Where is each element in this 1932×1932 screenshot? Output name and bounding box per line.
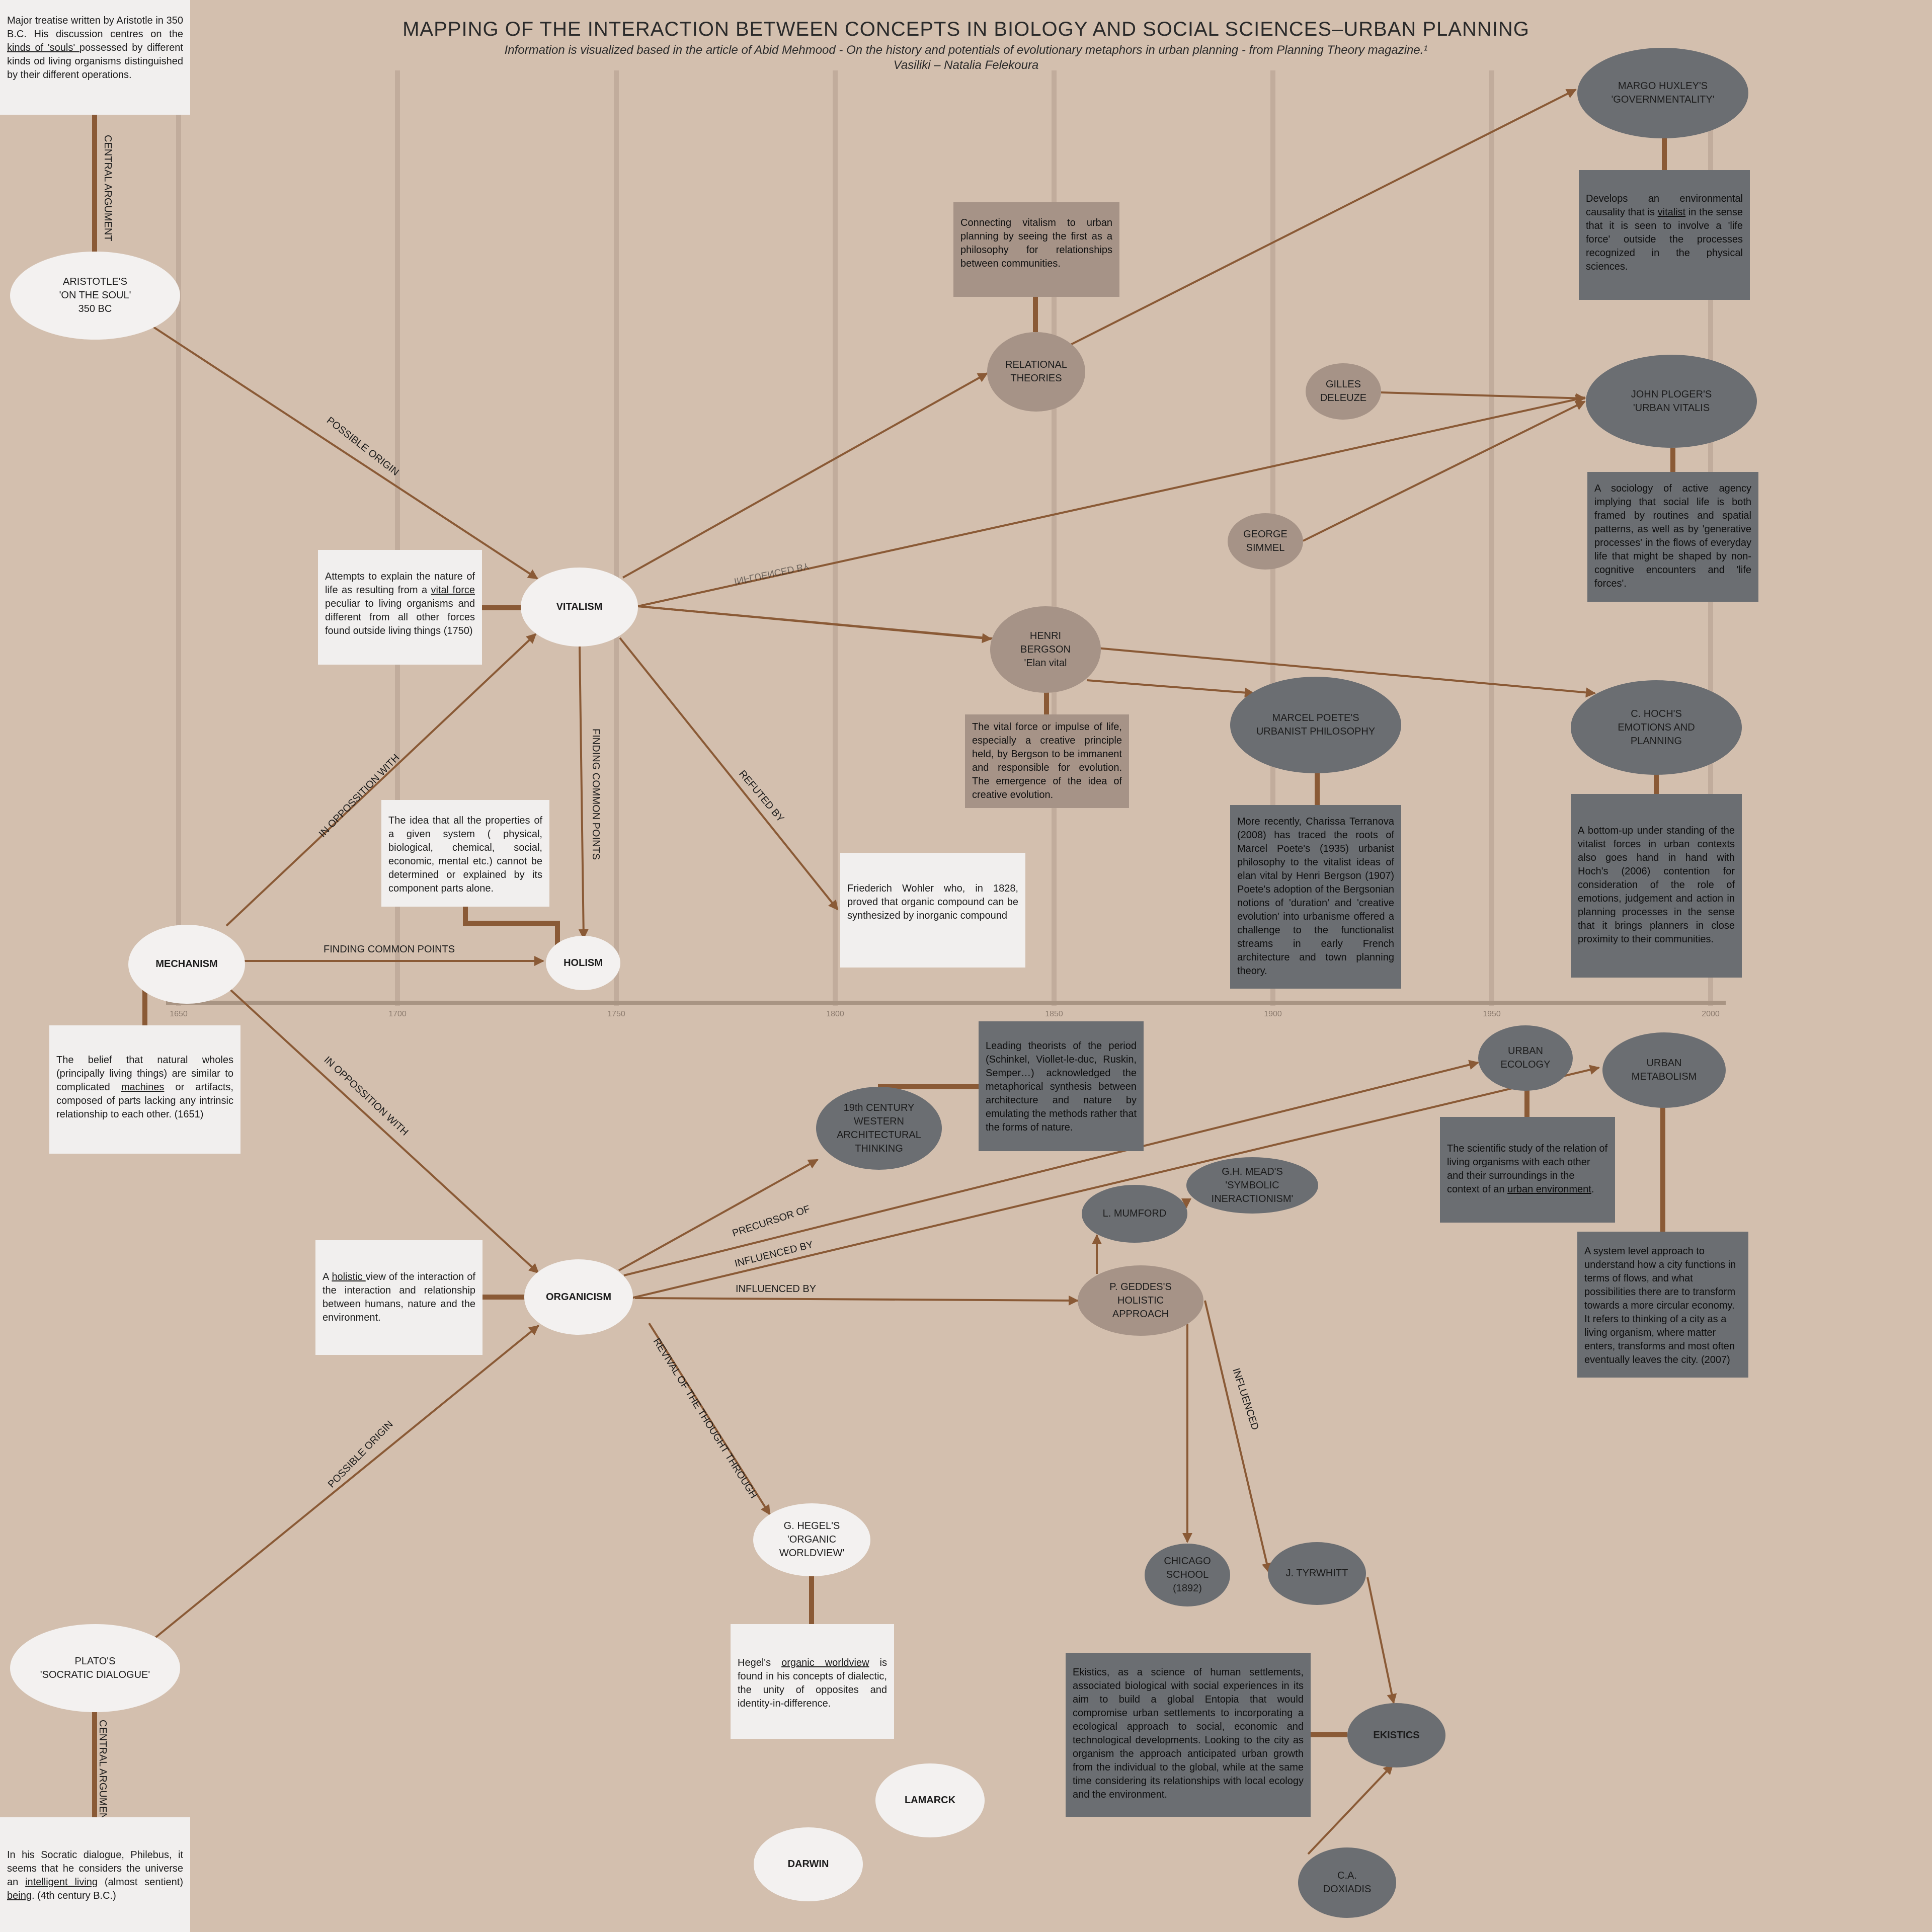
mechanism-text-3: or artifacts, composed of parts lacking … bbox=[56, 1082, 233, 1120]
node-poete[interactable]: MARCEL POETE'S URBANIST PHILOSOPHY bbox=[1230, 677, 1401, 773]
label-central-argument-bottom: CENTRAL ARGUMENT bbox=[97, 1720, 108, 1826]
label-central-argument-top: CENTRAL ARGUMENT bbox=[102, 135, 113, 242]
node-plato[interactable]: PLATO'S 'SOCRATIC DIALOGUE' bbox=[10, 1624, 180, 1712]
timeline-tick-2000: 2000 bbox=[1702, 1010, 1720, 1018]
node-deleuze[interactable]: GILLES DELEUZE bbox=[1306, 363, 1381, 420]
relational-description-box: Connecting vitalism to urban planning by… bbox=[953, 202, 1119, 297]
node-holism[interactable]: HOLISM bbox=[546, 936, 620, 990]
label-precursor-of: PRECURSOR OF bbox=[731, 1203, 812, 1239]
node-huxley[interactable]: MARGO HUXLEY'S 'GOVERNMENTALITY' bbox=[1577, 48, 1748, 138]
timeline-tick-1650: 1650 bbox=[170, 1010, 188, 1018]
organicism-description-box: A holistic view of the interaction of th… bbox=[315, 1240, 482, 1355]
node-mechanism[interactable]: MECHANISM bbox=[128, 925, 245, 1004]
node-chicago-school[interactable]: CHICAGO SCHOOL (1892) bbox=[1145, 1544, 1230, 1606]
node-ploger[interactable]: JOHN PLOGER'S 'URBAN VITALIS bbox=[1586, 355, 1757, 448]
holism-description-box: The idea that all the properties of a gi… bbox=[381, 800, 549, 907]
node-mead[interactable]: G.H. MEAD'S 'SYMBOLIC INERACTIONISM' bbox=[1186, 1157, 1318, 1214]
plato-text-2: intelligent living bbox=[25, 1877, 98, 1888]
node-organicism[interactable]: ORGANICISM bbox=[524, 1259, 633, 1335]
hegel-text-2: organic worldview bbox=[781, 1657, 869, 1668]
label-in-opposition-bottom: IN OPPOSSITION WITH bbox=[322, 1055, 411, 1138]
vitalism-description-box: Attempts to explain the nature of life a… bbox=[318, 550, 482, 665]
timeline-tick-1800: 1800 bbox=[826, 1010, 844, 1018]
aristotle-text-3: possessed by different kinds od living o… bbox=[7, 42, 183, 80]
node-hegel[interactable]: G. HEGEL'S 'ORGANIC WORLDVIEW' bbox=[753, 1503, 870, 1576]
urban-ecology-text-1: The scientific study of the relation of … bbox=[1447, 1143, 1608, 1195]
node-bergson[interactable]: HENRI BERGSON 'Elan vital bbox=[990, 606, 1101, 693]
hegel-description-box: Hegel's organic worldview is found in hi… bbox=[731, 1624, 894, 1739]
mechanism-text-1: The belief that natural wholes (principa… bbox=[56, 1055, 233, 1093]
hegel-text-1: Hegel's bbox=[738, 1657, 782, 1668]
plato-description-box: In his Socratic dialogue, Philebus, it s… bbox=[0, 1817, 190, 1932]
hoch-description-box: A bottom-up under standing of the vitali… bbox=[1571, 794, 1742, 978]
edge-labels: CENTRAL ARGUMENT CENTRAL ARGUMENT POSSIB… bbox=[97, 135, 1261, 1826]
node-aristotle[interactable]: ARISTOTLE'S 'ON THE SOUL' 350 BC bbox=[10, 252, 180, 340]
node-simmel[interactable]: GEORGE SIMMEL bbox=[1228, 513, 1303, 570]
node-relational-theories[interactable]: RELATIONAL THEORIES bbox=[987, 332, 1085, 412]
ploger-description-box: A sociology of active agency implying th… bbox=[1587, 472, 1758, 602]
timeline-tick-1750: 1750 bbox=[607, 1010, 625, 1018]
organicism-text-2: holistic bbox=[332, 1271, 366, 1282]
organicism-text-1: A bbox=[323, 1271, 332, 1282]
organicism-text-3: view of the interaction of the interacti… bbox=[323, 1271, 475, 1323]
ekistics-description-box: Ekistics, as a science of human settleme… bbox=[1066, 1653, 1311, 1817]
timeline-tick-1900: 1900 bbox=[1264, 1010, 1282, 1018]
author-line: Vasiliki – Natalia Felekoura bbox=[893, 58, 1039, 72]
vitalism-text-2: vital force bbox=[431, 585, 475, 596]
urban-metabolism-description-box: A system level approach to understand ho… bbox=[1577, 1232, 1748, 1378]
aristotle-description-box: Major treatise written by Aristotle in 3… bbox=[0, 0, 190, 115]
plato-text-1: In his Socratic dialogue, Philebus, it s… bbox=[7, 1849, 183, 1888]
hegel-text-3: is found in his concepts of dialectic, t… bbox=[738, 1657, 887, 1709]
plato-text-3: (almost sentient) bbox=[98, 1877, 183, 1888]
huxley-description-box: Develops an environmental causality that… bbox=[1579, 170, 1750, 300]
poete-description-box: More recently, Charissa Terranova (2008)… bbox=[1230, 805, 1401, 989]
label-possible-origin-bottom: POSSIBLE ORIGIN bbox=[326, 1419, 395, 1490]
bergson-description-box: The vital force or impulse of life, espe… bbox=[965, 714, 1129, 808]
node-urban-ecology[interactable]: URBAN ECOLOGY bbox=[1478, 1025, 1573, 1091]
node-ekistics[interactable]: EKISTICS bbox=[1347, 1703, 1445, 1767]
timeline-tick-1950: 1950 bbox=[1483, 1010, 1501, 1018]
mechanism-description-box: The belief that natural wholes (principa… bbox=[49, 1025, 240, 1154]
node-tyrwhitt[interactable]: J. TYRWHITT bbox=[1268, 1542, 1366, 1605]
node-darwin[interactable]: DARWIN bbox=[754, 1827, 863, 1901]
relationship-arrows bbox=[152, 89, 1600, 1855]
huxley-text-2: vitalist bbox=[1657, 207, 1686, 218]
plato-text-5: . (4th century B.C.) bbox=[31, 1890, 116, 1901]
plato-text-4: being bbox=[7, 1890, 32, 1901]
vitalism-text-3: peculiar to living organisms and differe… bbox=[325, 598, 475, 636]
node-vitalism[interactable]: VITALISM bbox=[521, 568, 638, 647]
mechanism-text-2: machines bbox=[121, 1082, 165, 1093]
node-hoch[interactable]: C. HOCH'S EMOTIONS AND PLANNING bbox=[1571, 680, 1742, 775]
vitalism-text-1: Attempts to explain the nature of life a… bbox=[325, 571, 475, 596]
node-19th-century-architecture[interactable]: 19th CENTURY WESTERN ARCHITECTURAL THINK… bbox=[816, 1087, 942, 1170]
aristotle-text-1: Major treatise written by Aristotle in 3… bbox=[7, 15, 183, 40]
node-mumford[interactable]: L. MUMFORD bbox=[1082, 1185, 1187, 1243]
page-subtitle: Information is visualized based in the a… bbox=[504, 43, 1428, 57]
nineteenth-century-description-box: Leading theorists of the period (Schinke… bbox=[979, 1021, 1144, 1151]
aristotle-text-2: kinds of 'souls' bbox=[7, 42, 79, 53]
timeline-tick-1700: 1700 bbox=[388, 1010, 407, 1018]
huxley-text-1: Develops an environmental causality that… bbox=[1586, 193, 1743, 218]
wohler-description-box: Friederich Wohler who, in 1828, proved t… bbox=[840, 853, 1025, 968]
timeline-tick-1850: 1850 bbox=[1045, 1010, 1063, 1018]
label-influenced-by-mirrored: INFLUENCED BY bbox=[733, 560, 810, 586]
node-doxiadis[interactable]: C.A. DOXIADIS bbox=[1298, 1847, 1396, 1918]
label-revival: REVIVAL OF THE THOUGHT THROUGH bbox=[651, 1336, 759, 1500]
huxley-text-3: in the sense that it is seen to involve … bbox=[1586, 207, 1743, 272]
urban-ecology-text-3: . bbox=[1591, 1184, 1594, 1195]
page-title: MAPPING OF THE INTERACTION BETWEEN CONCE… bbox=[403, 18, 1530, 40]
node-lamarck[interactable]: LAMARCK bbox=[875, 1763, 985, 1837]
label-finding-common-points-vertical: FINDING COMMON POINTS bbox=[590, 729, 601, 860]
node-geddes[interactable]: P. GEDDES'S HOLISTIC APPROACH bbox=[1078, 1265, 1203, 1336]
label-finding-common-points-horizontal: FINDING COMMON POINTS bbox=[324, 944, 455, 955]
timeline-tick-labels: 1650 1700 1750 1800 1850 1900 1950 2000 bbox=[170, 1010, 1720, 1018]
urban-ecology-description-box: The scientific study of the relation of … bbox=[1440, 1117, 1615, 1223]
urban-ecology-text-2: urban environment bbox=[1507, 1184, 1591, 1195]
label-influenced: INFLUENCED bbox=[1230, 1367, 1260, 1431]
node-urban-metabolism[interactable]: URBAN METABOLISM bbox=[1602, 1032, 1726, 1108]
box-connectors bbox=[92, 115, 1675, 1819]
label-influenced-by-2: INFLUENCED BY bbox=[736, 1283, 816, 1295]
